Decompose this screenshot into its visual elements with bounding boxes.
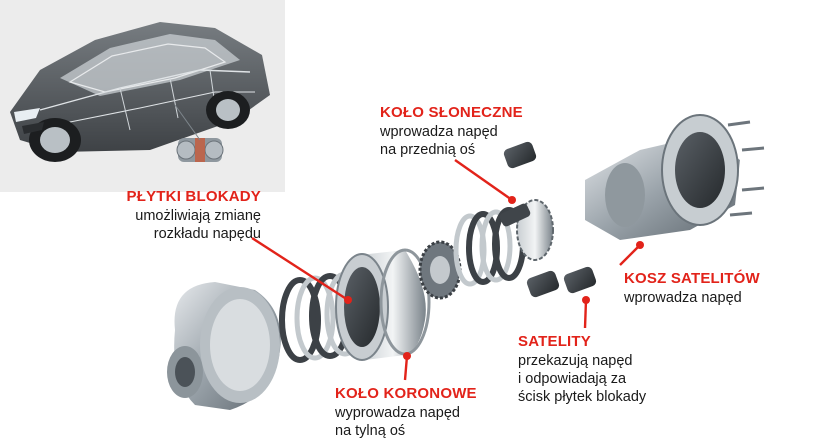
- callout-planet-gears: SATELITY przekazują napęd i odpowiadają …: [518, 333, 646, 406]
- marker-sun-gear: [508, 196, 516, 204]
- callout-planet-carrier-line-1: wprowadza napęd: [624, 289, 742, 306]
- callout-sun-gear-desc: wprowadza napęd na przednią oś: [380, 123, 523, 159]
- callout-planet-gears-line-1: przekazują napęd: [518, 352, 633, 369]
- callout-planet-gears-line-3: ścisk płytek blokady: [518, 389, 647, 405]
- callout-clutch-plates: PŁYTKI BLOKADY umożliwiają zmianę rozkła…: [95, 188, 261, 243]
- car-inset-panel: [0, 0, 285, 192]
- central-gear: [418, 240, 462, 300]
- callout-clutch-plates-desc: umożliwiają zmianę rozkładu napędu: [95, 207, 261, 243]
- marker-planet-gears: [582, 296, 590, 304]
- callout-planet-gears-line-2: i odpowiadają za: [518, 370, 627, 387]
- callout-ring-gear-desc: wyprowadza napęd na tylną oś: [335, 404, 477, 440]
- callout-planet-gears-desc: przekazują napęd i odpowiadają za ścisk …: [518, 352, 646, 406]
- marker-planet-carrier: [636, 241, 644, 249]
- marker-ring-gear: [403, 352, 411, 360]
- planet-gears-loose: [503, 141, 597, 298]
- callout-planet-carrier: KOSZ SATELITÓW wprowadza napęd: [624, 270, 760, 307]
- callout-planet-carrier-title: KOSZ SATELITÓW: [624, 270, 760, 287]
- leader-planet-gears: [583, 299, 588, 329]
- callout-planet-gears-title: SATELITY: [518, 333, 591, 350]
- callout-sun-gear-line-2: na przednią oś: [380, 141, 476, 158]
- leader-ring-gear: [403, 355, 409, 381]
- leader-clutch-plates: [251, 236, 349, 302]
- leader-planet-carrier: [619, 244, 641, 266]
- leader-lines: [251, 159, 644, 381]
- callout-clutch-plates-line-2: rozkładu napędu: [153, 225, 261, 242]
- callout-clutch-plates-title: PŁYTKI BLOKADY: [126, 188, 261, 205]
- leader-sun-gear: [454, 159, 513, 201]
- car-cutaway-illustration: [10, 22, 270, 162]
- callout-ring-gear-title: KOŁO KORONOWE: [335, 385, 477, 402]
- planet-carrier: [585, 114, 765, 240]
- ring-gear-drum: [335, 248, 431, 361]
- callout-sun-gear-line-1: wprowadza napęd: [380, 123, 498, 140]
- callout-sun-gear-title: KOŁO SŁONECZNE: [380, 104, 523, 121]
- callout-planet-carrier-desc: wprowadza napęd: [624, 289, 760, 307]
- marker-clutch-plates: [344, 296, 352, 304]
- callout-clutch-plates-line-1: umożliwiają zmianę: [135, 207, 261, 224]
- callout-ring-gear-line-2: na tylną oś: [335, 422, 406, 439]
- callout-ring-gear: KOŁO KORONOWE wyprowadza napęd na tylną …: [335, 385, 477, 440]
- rear-housing: [167, 282, 281, 410]
- callout-sun-gear: KOŁO SŁONECZNE wprowadza napęd na przedn…: [380, 104, 523, 159]
- callout-ring-gear-line-1: wyprowadza napęd: [335, 404, 460, 421]
- sun-gear: [499, 199, 554, 261]
